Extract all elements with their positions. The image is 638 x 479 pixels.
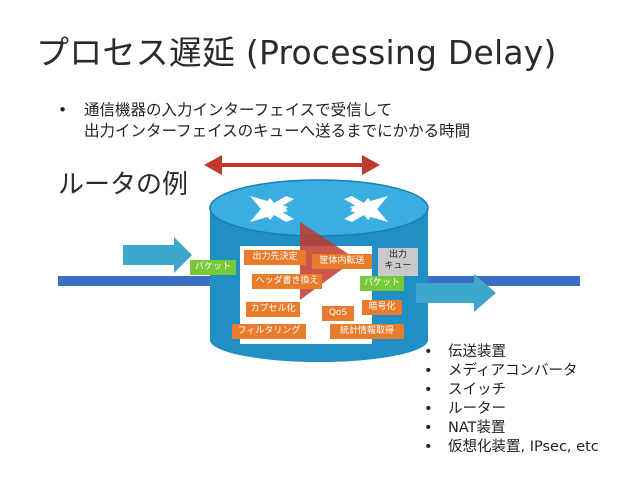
encryption-tag: 暗号化: [362, 300, 402, 315]
bullet-marker: •: [58, 101, 68, 119]
list-item-text: メディアコンバータ: [448, 363, 578, 379]
device-list: • 伝送装置 • メディアコンバータ • スイッチ • ルーター • NAT装置 • 仮想化…: [424, 343, 599, 457]
list-item-text: NAT装置: [448, 420, 506, 436]
example-label: ルータの例: [58, 170, 189, 200]
bullet-marker: •: [424, 439, 433, 455]
bullet-marker: •: [424, 363, 433, 379]
bullet-marker: •: [424, 382, 433, 398]
bullet-marker: •: [424, 420, 433, 436]
output-queue-line-1: 出力: [388, 250, 407, 260]
list-item: • 仮想化装置, IPsec, etc: [424, 438, 599, 457]
output-queue-tag: 出力 キュー: [378, 248, 418, 276]
list-item-text: 伝送装置: [448, 344, 506, 360]
list-item-text: スイッチ: [448, 382, 506, 398]
page-title: プロセス遅延 (Processing Delay): [36, 33, 557, 72]
four-arrows-router-icon: [250, 196, 388, 222]
output-queue-line-2: キュー: [384, 261, 412, 271]
header-rewrite-tag: ヘッダ書き換え: [252, 274, 322, 289]
intro-line-2: 出力インターフェイスのキューへ送るまでにかかる時間: [58, 121, 470, 142]
intro-text-1: 通信機器の入力インターフェイスで受信して: [84, 101, 393, 119]
output-packet-tag: パケット: [360, 276, 404, 291]
route-lookup-tag: 出力先決定: [244, 250, 306, 265]
encapsulation-tag: カプセル化: [246, 302, 300, 317]
intro-text-2: 出力インターフェイスのキューへ送るまでにかかる時間: [84, 122, 471, 140]
qos-tag: QoS: [322, 306, 354, 321]
input-arrow: [123, 237, 192, 273]
intro-line-1: • 通信機器の入力インターフェイスで受信して: [58, 100, 470, 121]
bullet-marker: •: [424, 401, 433, 417]
statistics-tag: 統計情報取得: [330, 324, 404, 339]
list-item: • 伝送装置: [424, 343, 599, 362]
list-item-text: ルーター: [448, 401, 506, 417]
list-item: • スイッチ: [424, 381, 599, 400]
output-arrow: [416, 274, 496, 312]
bullet-marker: •: [424, 344, 433, 360]
list-item: • NAT装置: [424, 419, 599, 438]
double-headed-arrow-icon: [204, 155, 380, 175]
filtering-tag: フィルタリング: [232, 324, 306, 339]
input-packet-tag: パケット: [190, 260, 236, 275]
intro-bullet: • 通信機器の入力インターフェイスで受信して 出力インターフェイスのキューへ送る…: [58, 100, 470, 142]
chassis-transfer-tag: 筐体内転送: [312, 254, 372, 269]
list-item-text: 仮想化装置, IPsec, etc: [448, 439, 599, 455]
list-item: • メディアコンバータ: [424, 362, 599, 381]
list-item: • ルーター: [424, 400, 599, 419]
